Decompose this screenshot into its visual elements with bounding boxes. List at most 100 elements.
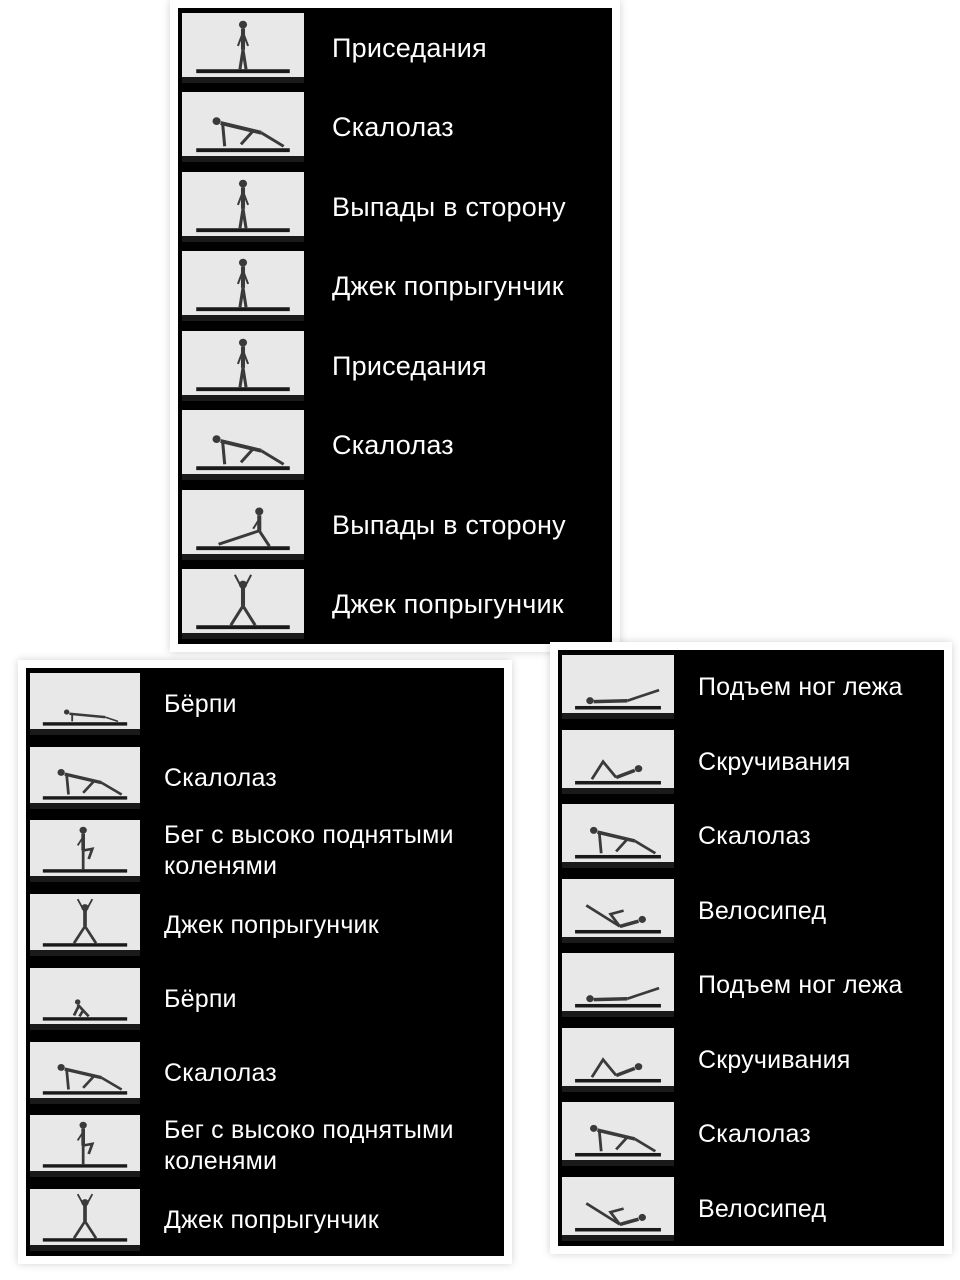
exercise-figure-icon xyxy=(196,506,290,550)
exercise-label: Велосипед xyxy=(698,1194,827,1223)
exercise-label: Выпады в сторону xyxy=(332,509,566,540)
exercise-row[interactable]: Джек попрыгунчик xyxy=(30,1188,500,1252)
exercise-label: Джек попрыгунчик xyxy=(332,271,564,302)
exercise-row[interactable]: Бег с высоко поднятыми коленями xyxy=(30,1114,500,1178)
exercise-thumbnail xyxy=(562,953,674,1018)
exercise-figure-icon xyxy=(42,999,128,1021)
exercise-row[interactable]: Скалолаз xyxy=(30,1041,500,1105)
exercise-figure-icon xyxy=(196,338,290,391)
exercise-thumbnail xyxy=(182,171,304,242)
exercise-label: Джек попрыгунчик xyxy=(332,588,564,619)
exercise-row[interactable]: Бёрпи xyxy=(30,672,500,736)
exercise-figure-icon xyxy=(575,1202,661,1232)
exercise-thumbnail xyxy=(30,820,140,883)
exercise-thumbnail xyxy=(562,655,674,719)
exercise-row[interactable]: Бёрпи xyxy=(30,967,500,1031)
exercise-label: Подъем ног лежа xyxy=(698,971,903,1000)
exercise-thumbnail xyxy=(182,13,304,83)
exercise-figure-icon xyxy=(196,117,290,153)
exercise-figure-icon xyxy=(42,709,128,726)
exercise-label: Скалолаз xyxy=(164,1058,277,1087)
exercise-label: Скалолаз xyxy=(332,112,454,143)
exercise-thumbnail xyxy=(182,92,304,163)
exercise-label: Бёрпи xyxy=(164,690,237,718)
exercise-thumbnail xyxy=(30,967,140,1030)
exercise-row[interactable]: Джек попрыгунчик xyxy=(182,250,608,322)
exercise-figure-icon xyxy=(196,259,290,312)
exercise-thumbnail xyxy=(182,330,304,401)
exercise-label: Скручивания xyxy=(698,747,851,776)
exercise-label: Скалолаз xyxy=(698,1120,811,1149)
exercise-row[interactable]: Приседания xyxy=(182,330,608,402)
exercise-figure-icon xyxy=(42,768,128,800)
exercise-figure-icon xyxy=(196,179,290,232)
exercise-row[interactable]: Скалолаз xyxy=(562,1101,940,1167)
exercise-figure-icon xyxy=(575,826,661,859)
exercise-label: Скручивания xyxy=(698,1045,851,1074)
exercise-row[interactable]: Подъем ног лежа xyxy=(562,952,940,1018)
exercise-label: Бег с высоко поднятыми коленями xyxy=(164,821,454,881)
exercise-thumbnail xyxy=(562,1102,674,1167)
exercise-row[interactable]: Скалолаз xyxy=(562,803,940,869)
exercise-label: Подъем ног лежа xyxy=(698,673,903,701)
exercise-thumbnail xyxy=(30,1041,140,1104)
exercise-thumbnail xyxy=(30,894,140,957)
exercise-figure-icon xyxy=(42,1193,128,1242)
exercise-figure-icon xyxy=(42,827,128,874)
exercise-figure-icon xyxy=(196,435,290,471)
exercise-thumbnail xyxy=(30,1115,140,1178)
exercise-figure-icon xyxy=(196,20,290,74)
exercise-thumbnail xyxy=(30,746,140,809)
exercise-row[interactable]: Джек попрыгунчик xyxy=(30,893,500,957)
exercise-label: Выпады в сторону xyxy=(332,191,566,222)
exercise-thumbnail xyxy=(562,729,674,794)
exercise-thumbnail xyxy=(30,1188,140,1251)
exercise-label: Джек попрыгунчик xyxy=(164,1205,379,1234)
exercise-figure-icon xyxy=(575,758,661,785)
exercise-row[interactable]: Скалолаз xyxy=(182,409,608,481)
exercise-figure-icon xyxy=(42,898,128,947)
exercise-thumbnail xyxy=(30,673,140,735)
exercise-label: Джек попрыгунчик xyxy=(164,911,379,940)
exercise-label: Скалолаз xyxy=(164,763,277,792)
exercise-row[interactable]: Скалолаз xyxy=(30,746,500,810)
exercise-row[interactable]: Велосипед xyxy=(562,1176,940,1242)
exercise-thumbnail xyxy=(182,489,304,560)
exercise-label: Бег с высоко поднятыми коленями xyxy=(164,1116,454,1176)
exercise-figure-icon xyxy=(575,1125,661,1157)
exercise-row[interactable]: Велосипед xyxy=(562,878,940,944)
exercise-row[interactable]: Выпады в сторону xyxy=(182,171,608,243)
exercise-figure-icon xyxy=(42,1063,128,1095)
exercise-figure-icon xyxy=(575,903,661,934)
exercise-figure-icon xyxy=(575,688,661,710)
exercise-label: Приседания xyxy=(332,350,487,381)
exercise-label: Скалолаз xyxy=(332,430,454,461)
exercise-thumbnail xyxy=(182,410,304,481)
exercise-row[interactable]: Приседания xyxy=(182,12,608,84)
exercise-row[interactable]: Бег с высоко поднятыми коленями xyxy=(30,819,500,883)
exercise-thumbnail xyxy=(562,1176,674,1241)
exercise-figure-icon xyxy=(42,1122,128,1168)
exercise-row[interactable]: Выпады в сторону xyxy=(182,489,608,561)
exercise-figure-icon xyxy=(196,574,290,630)
exercise-label: Бёрпи xyxy=(164,984,237,1013)
exercise-thumbnail xyxy=(182,251,304,322)
exercise-label: Скалолаз xyxy=(698,822,811,851)
exercise-thumbnail xyxy=(562,804,674,869)
exercise-label: Велосипед xyxy=(698,896,827,925)
exercise-label: Приседания xyxy=(332,33,487,63)
exercise-row[interactable]: Подъем ног лежа xyxy=(562,654,940,720)
exercise-row[interactable]: Скалолаз xyxy=(182,91,608,163)
exercise-row[interactable]: Скручивания xyxy=(562,729,940,795)
exercise-thumbnail xyxy=(182,568,304,639)
exercise-row[interactable]: Джек попрыгунчик xyxy=(182,568,608,640)
exercise-thumbnail xyxy=(562,878,674,943)
exercise-thumbnail xyxy=(562,1027,674,1092)
exercise-row[interactable]: Скручивания xyxy=(562,1027,940,1093)
